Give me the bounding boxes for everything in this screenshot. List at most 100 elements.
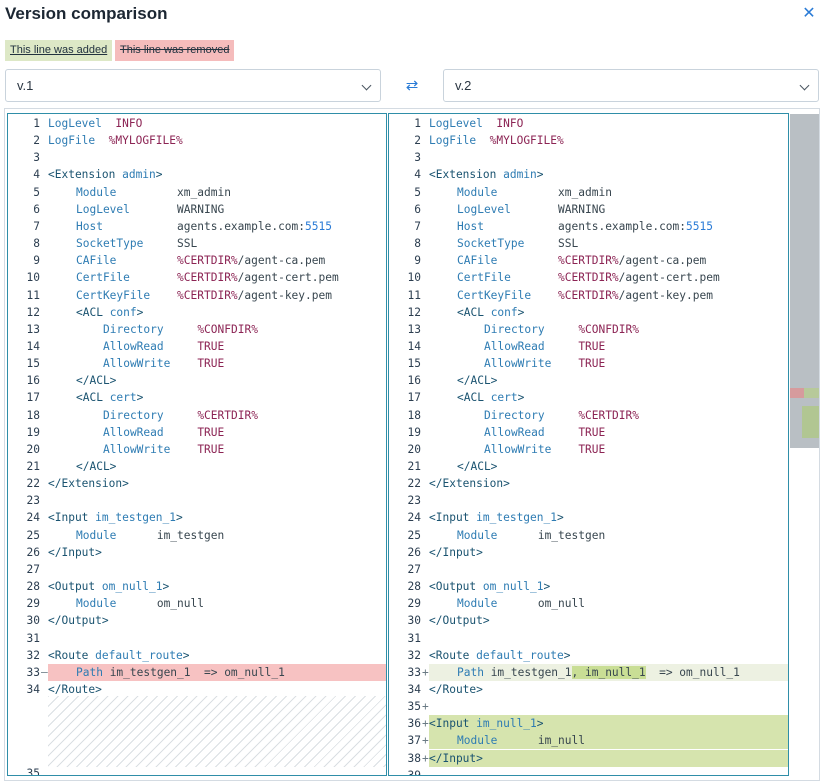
code-token: Path bbox=[76, 665, 103, 679]
code-token: im_null_1 bbox=[476, 717, 537, 731]
line-number: 10 bbox=[407, 271, 421, 285]
code-token: Module bbox=[457, 597, 498, 611]
line-number: 15 bbox=[407, 357, 421, 371]
code-line: 31 bbox=[8, 630, 386, 647]
code-token bbox=[531, 289, 558, 302]
code-line: 37+Module im_null bbox=[389, 732, 788, 750]
code-text: </Input> bbox=[429, 544, 788, 561]
code-token: Module bbox=[457, 185, 498, 199]
code-line: 23 bbox=[389, 492, 788, 509]
code-line: 22</Extension> bbox=[8, 475, 386, 492]
code-text: <Input im_testgen_1> bbox=[48, 509, 386, 526]
line-number: 8 bbox=[414, 237, 421, 251]
left-version-select[interactable]: v.1 bbox=[5, 69, 381, 102]
code-text: Host agents.example.com:5515 bbox=[48, 218, 386, 235]
code-line: 16</ACL> bbox=[389, 372, 788, 389]
code-token: %CERTDIR% bbox=[578, 408, 639, 422]
line-number: 8 bbox=[33, 237, 40, 251]
code-token: > bbox=[136, 391, 144, 405]
line-number: 23 bbox=[407, 494, 421, 508]
code-token: Host bbox=[76, 219, 103, 233]
code-token bbox=[164, 409, 198, 422]
diff-marker: + bbox=[422, 717, 429, 731]
line-number: 19 bbox=[407, 425, 421, 439]
code-token: om_null_1 bbox=[482, 580, 544, 594]
code-token: CAFile bbox=[457, 254, 498, 268]
code-token: <Output bbox=[429, 580, 483, 594]
code-token: INFO bbox=[115, 117, 143, 130]
code-token: cert bbox=[490, 391, 518, 405]
line-number: 33 bbox=[407, 665, 421, 679]
code-text: <ACL conf> bbox=[429, 304, 788, 321]
code-token: > bbox=[536, 168, 544, 182]
code-text: Path im_testgen_1, im_null_1 => om_null_… bbox=[429, 663, 788, 681]
line-number: 6 bbox=[33, 202, 40, 216]
line-number: 37 bbox=[407, 734, 421, 748]
code-line: 28<Output om_null_1> bbox=[389, 578, 788, 595]
code-token: Directory bbox=[484, 408, 545, 422]
code-line: 33+Path im_testgen_1, im_null_1 => om_nu… bbox=[389, 663, 788, 681]
code-token: </Route> bbox=[429, 682, 483, 696]
code-text: </ACL> bbox=[48, 458, 386, 475]
code-token bbox=[170, 357, 197, 370]
line-number: 6 bbox=[414, 202, 421, 216]
left-version-value: v.1 bbox=[17, 78, 34, 93]
line-number: 17 bbox=[26, 391, 40, 405]
code-token: </Input> bbox=[429, 751, 483, 765]
code-token: TRUE bbox=[197, 357, 225, 371]
code-token: om_null bbox=[497, 597, 585, 611]
code-line: 30</Output> bbox=[389, 612, 788, 629]
code-token bbox=[130, 271, 177, 284]
line-number: 13 bbox=[26, 322, 40, 336]
code-token: im_testgen bbox=[497, 528, 606, 542]
code-token: </Output> bbox=[48, 614, 109, 628]
code-text: LogFile %MYLOGFILE% bbox=[429, 132, 788, 149]
code-text: <Route default_route> bbox=[429, 647, 788, 664]
right-version-select[interactable]: v.2 bbox=[443, 69, 819, 102]
code-token: LogLevel bbox=[457, 202, 511, 216]
code-text: Module xm_admin bbox=[48, 184, 386, 201]
line-number: 26 bbox=[407, 545, 421, 559]
code-token bbox=[545, 426, 579, 439]
code-token: AllowRead bbox=[103, 425, 164, 439]
code-text: CertKeyFile %CERTDIR%/agent-key.pem bbox=[48, 287, 386, 304]
line-number: 20 bbox=[26, 442, 40, 456]
code-token bbox=[164, 426, 198, 439]
code-token: admin bbox=[122, 168, 156, 182]
line-number: 14 bbox=[407, 339, 421, 353]
code-line: 12<ACL conf> bbox=[8, 304, 386, 321]
code-token: => om_null_1 bbox=[645, 665, 740, 679]
code-token: default_route bbox=[95, 648, 183, 662]
code-token: /agent-key.pem bbox=[618, 288, 713, 302]
code-text: AllowWrite TRUE bbox=[429, 441, 788, 458]
line-number: 29 bbox=[26, 597, 40, 611]
close-icon[interactable]: ✕ bbox=[802, 5, 816, 22]
code-text: CertFile %CERTDIR%/agent-cert.pem bbox=[48, 269, 386, 286]
code-token: AllowRead bbox=[103, 339, 164, 353]
code-text: <ACL conf> bbox=[48, 304, 386, 321]
line-number: 31 bbox=[26, 631, 40, 645]
swap-icon[interactable]: ⇄ bbox=[405, 77, 419, 94]
code-token: Module bbox=[76, 528, 117, 542]
diff-minimap[interactable] bbox=[790, 114, 819, 448]
code-line: 21</ACL> bbox=[389, 458, 788, 475]
line-number: 13 bbox=[407, 322, 421, 336]
legend-removed: This line was removed bbox=[115, 40, 235, 61]
code-line: 4<Extension admin> bbox=[8, 166, 386, 183]
code-line: 22</Extension> bbox=[389, 475, 788, 492]
code-token: AllowWrite bbox=[484, 442, 552, 456]
code-text: <Output om_null_1> bbox=[429, 578, 788, 595]
code-token: </ACL> bbox=[457, 374, 498, 388]
line-number: 12 bbox=[407, 305, 421, 319]
